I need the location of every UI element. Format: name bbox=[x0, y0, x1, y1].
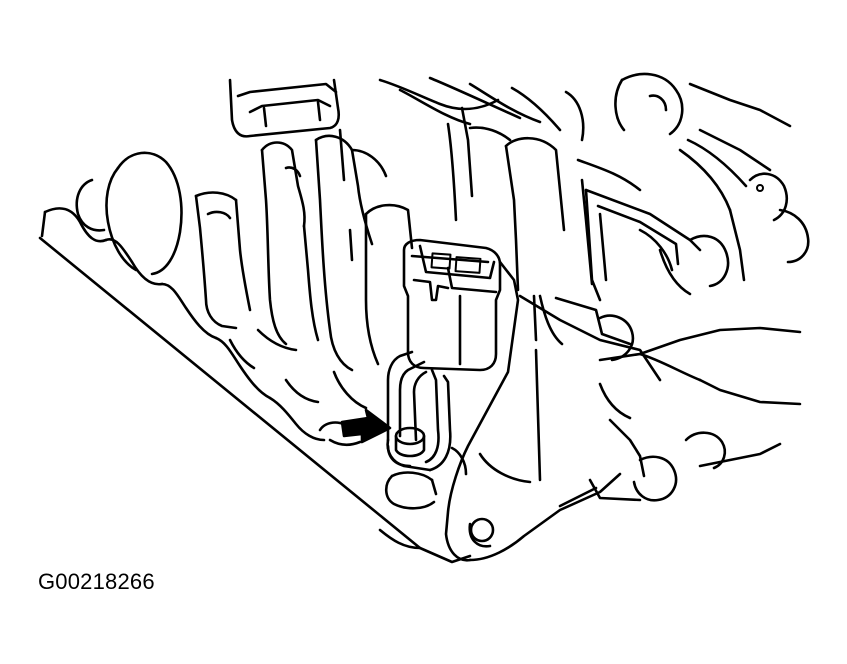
lower-bosses bbox=[318, 421, 438, 510]
cylinder-head-left bbox=[228, 76, 562, 138]
timing-cover bbox=[614, 72, 810, 296]
engine-block-right bbox=[504, 90, 802, 502]
sensor-connector bbox=[402, 238, 502, 372]
mount-casting bbox=[444, 260, 662, 562]
figure-id-label: G00218266 bbox=[38, 569, 155, 594]
sensor-boss bbox=[332, 203, 414, 410]
cylinder-plug bbox=[75, 151, 183, 276]
intake-runners bbox=[194, 134, 374, 404]
mounting-bolt bbox=[386, 426, 426, 468]
background-detail bbox=[338, 106, 512, 222]
pointer-arrow-icon bbox=[340, 408, 392, 444]
